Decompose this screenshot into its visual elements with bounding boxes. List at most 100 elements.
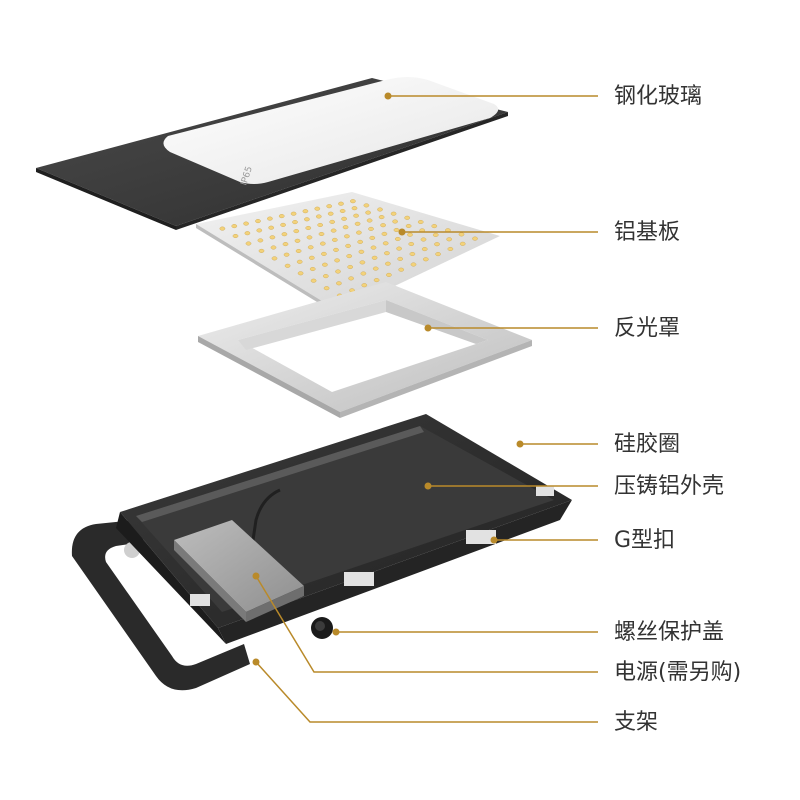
label-tempered-glass: 钢化玻璃 (614, 84, 703, 109)
reflector-edge (198, 336, 340, 418)
leader-driver (255, 575, 598, 673)
led-chip (271, 256, 278, 261)
led-chip (405, 223, 412, 228)
led-chip (281, 232, 288, 237)
board-edge (196, 224, 340, 316)
led-chip (380, 223, 386, 228)
led-chip (361, 283, 368, 288)
led-chip (345, 243, 351, 248)
aluminum-board (196, 192, 500, 316)
led-chip (410, 262, 417, 267)
led-chip (432, 232, 439, 237)
housing-rim (136, 426, 424, 522)
led-chip (407, 232, 413, 237)
led-chip (421, 247, 428, 252)
led-chip (341, 216, 347, 221)
led-chip (446, 237, 453, 242)
led-chip (365, 210, 371, 215)
led-chip (317, 222, 324, 227)
led-chip (331, 237, 338, 242)
led-chip (431, 224, 438, 229)
led-chip (322, 274, 329, 279)
leader-bracket (255, 661, 598, 723)
label-g-clip: G型扣 (614, 528, 676, 553)
dot-gclip (490, 536, 498, 544)
die-cast-housing (116, 414, 572, 644)
led-chip (304, 217, 310, 222)
tempered-glass: IP65 (36, 77, 508, 230)
led-array (219, 199, 478, 298)
screw-cover (311, 617, 333, 639)
led-chip (292, 220, 298, 225)
reflector-edge-right (340, 340, 532, 418)
power-driver (174, 520, 304, 622)
led-chip (327, 211, 334, 216)
led-chip (333, 247, 339, 252)
housing-cable (248, 488, 281, 561)
led-chip (282, 242, 289, 247)
driver-side-right (246, 586, 304, 622)
label-reflector: 反光罩 (614, 316, 681, 341)
led-chip (232, 233, 239, 238)
led-chip (270, 245, 277, 250)
led-chip (385, 261, 391, 266)
g-clip-front (344, 572, 374, 586)
led-chip (366, 218, 373, 223)
led-chip (255, 219, 261, 224)
led-chip (243, 221, 249, 226)
board-plate (196, 192, 500, 312)
led-chip (384, 251, 390, 256)
led-chip (294, 238, 301, 243)
led-chip (370, 245, 377, 250)
dot-silicone (516, 440, 524, 448)
led-chip (394, 236, 401, 241)
dot-housing (424, 482, 432, 490)
led-chip (357, 239, 364, 244)
led-chip (231, 224, 238, 229)
led-chip (381, 231, 388, 236)
led-chip (256, 228, 263, 233)
led-chip (356, 230, 362, 235)
led-chip (378, 215, 385, 220)
led-chip (392, 219, 398, 224)
led-chip (244, 231, 251, 236)
led-chip (269, 235, 276, 240)
led-chip (280, 222, 286, 227)
led-chip (323, 286, 330, 291)
led-chip (318, 231, 325, 236)
led-chip (330, 228, 337, 233)
led-chip (267, 216, 273, 221)
led-chip (278, 214, 285, 219)
led-chip (371, 255, 378, 260)
label-power-supply: 电源(需另购) (614, 660, 742, 685)
led-chip (335, 269, 341, 274)
dot-screwcover (332, 628, 340, 636)
glass-edge-right (176, 112, 508, 230)
dot-glass (384, 92, 392, 100)
reflector (198, 282, 532, 418)
led-chip (434, 242, 440, 247)
led-chip (397, 256, 404, 261)
leader-dots (252, 92, 524, 666)
led-chip (295, 248, 302, 253)
led-chip (363, 203, 370, 208)
led-chip (393, 227, 400, 232)
led-chip (257, 238, 264, 243)
glass-edge (36, 168, 176, 230)
leader-lines (255, 95, 598, 723)
led-chip (336, 281, 342, 286)
led-chip (360, 271, 367, 276)
dot-bracket (252, 658, 260, 666)
dot-reflector (424, 324, 432, 332)
led-chip (351, 206, 358, 211)
led-chip (458, 232, 465, 237)
led-chip (334, 258, 340, 263)
led-chip (472, 236, 478, 241)
driver-box (174, 520, 304, 612)
led-chip (329, 219, 336, 224)
driver-side (174, 540, 246, 622)
led-chip (346, 254, 353, 259)
g-clip-right (466, 530, 496, 544)
led-chip (359, 260, 366, 265)
led-chip (293, 229, 300, 234)
